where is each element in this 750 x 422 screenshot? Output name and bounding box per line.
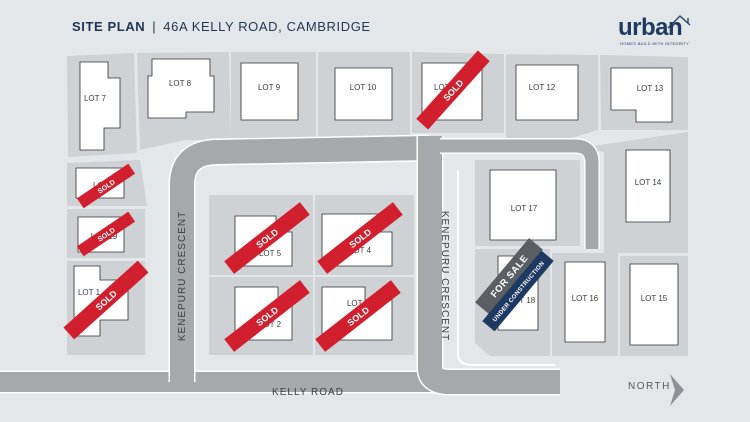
lot-label-16: LOT 16 [572, 294, 599, 303]
lot-label-4: LOT 4 [349, 246, 372, 255]
lot-label-14: LOT 14 [635, 178, 662, 187]
house-lot-17 [489, 169, 557, 241]
lot-label-2: LOT 2 [259, 320, 282, 329]
house-lot-7 [79, 61, 121, 151]
logo-wordmark: urban [618, 14, 683, 41]
lot-label-1: LOT 1 [78, 288, 101, 297]
roads [0, 134, 600, 396]
lot-label-15: LOT 15 [641, 294, 668, 303]
lot-label-12: LOT 12 [529, 83, 556, 92]
road-labels: KELLY ROAD KENEPURU CRESCENT KENEPURU CR… [177, 211, 450, 398]
house-lot-16 [564, 261, 606, 343]
road-label-kelly: KELLY ROAD [272, 387, 344, 398]
address-label: 46A KELLY ROAD, CAMBRIDGE [163, 19, 371, 34]
lot-label-3: LOT 3 [347, 299, 370, 308]
house-lot-12 [515, 64, 579, 121]
logo-tagline: HOMES BUILD WITH INTEGRITY [620, 41, 690, 46]
house-lot-14 [625, 149, 671, 223]
north-arrow-icon [670, 374, 684, 406]
lot-label-13: LOT 13 [637, 84, 664, 93]
lot-label-18: LOT 18 [509, 296, 536, 305]
house-lot-10 [334, 67, 393, 121]
house-lot-9 [240, 62, 299, 121]
house-roof-icon [667, 15, 691, 29]
lot-label-8: LOT 8 [169, 79, 192, 88]
inner-road-edge [457, 170, 555, 366]
lot-label-10: LOT 10 [350, 83, 377, 92]
road-label-kenepuru-west: KENEPURU CRESCENT [177, 211, 188, 341]
title-separator: | [152, 19, 157, 34]
site-plan-label: SITE PLAN [72, 19, 146, 34]
lot-label-5: LOT 5 [259, 249, 282, 258]
north-label: NORTH [628, 381, 671, 392]
house-lot-13 [610, 67, 673, 123]
page-title: SITE PLAN | 46A KELLY ROAD, CAMBRIDGE [72, 19, 371, 34]
lot-label-9: LOT 9 [258, 83, 281, 92]
road-label-kenepuru-east: KENEPURU CRESCENT [439, 211, 450, 341]
lot-label-7: LOT 7 [84, 94, 107, 103]
lot-label-17: LOT 17 [511, 204, 538, 213]
house-lot-15 [629, 263, 679, 346]
house-lot-8 [147, 58, 215, 119]
